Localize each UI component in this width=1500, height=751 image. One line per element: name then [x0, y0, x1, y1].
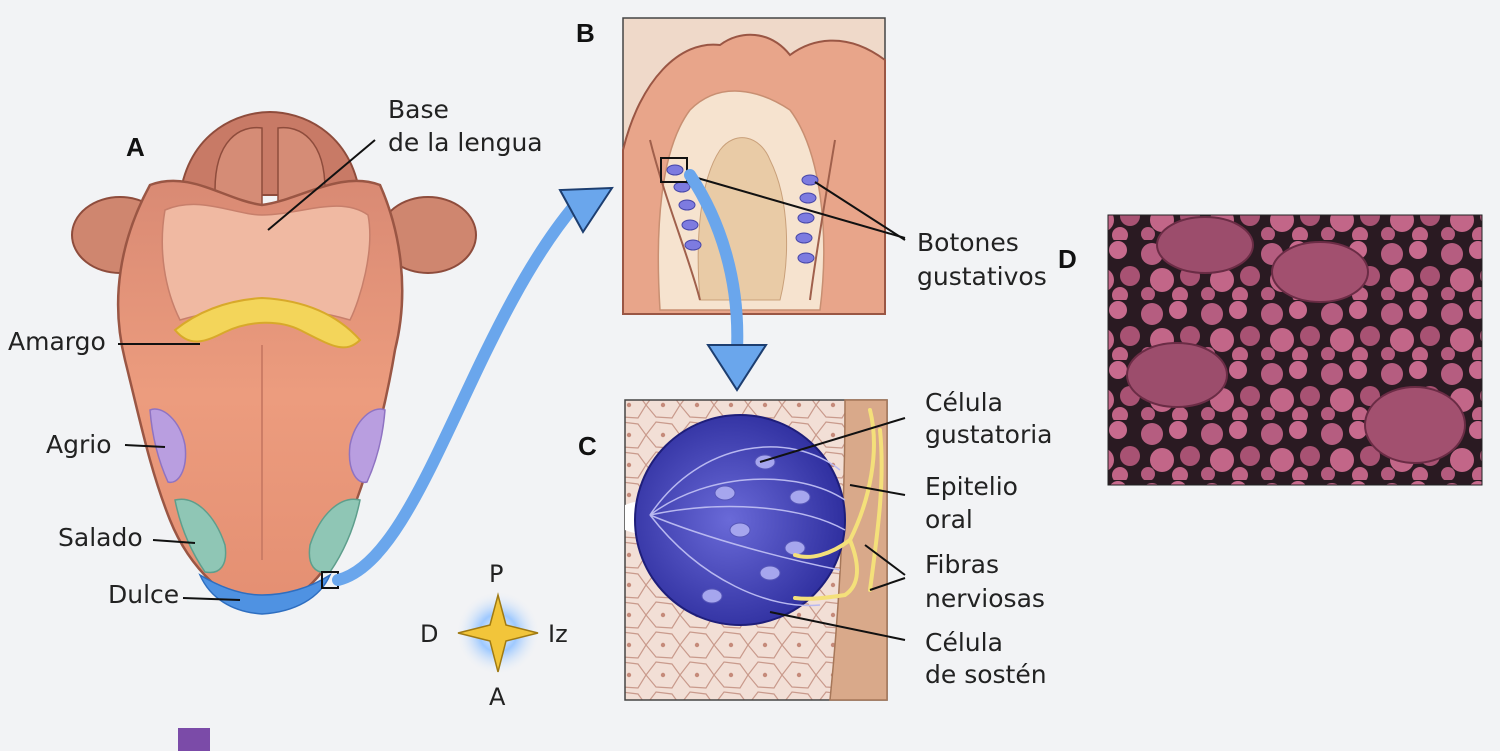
taste-bud-c [634, 414, 846, 626]
leader-lines-a [118, 139, 376, 601]
label-fibras-line2: nerviosas [925, 584, 1045, 613]
arrow-to-c-head [706, 344, 768, 392]
label-agrio: Agrio [46, 430, 112, 459]
panel-letter-d: D [1058, 244, 1077, 274]
compass-label-right: Iz [548, 620, 568, 648]
zone-sour-right [348, 408, 386, 484]
arrow-to-c-fill [684, 169, 744, 356]
papilla-large-4 [1364, 386, 1466, 464]
panel-letter-b: B [576, 18, 595, 48]
zone-salty-left [174, 498, 227, 574]
compass-label-top: P [489, 560, 504, 588]
papilla-large-2 [1271, 241, 1369, 303]
panel-letter-c: C [578, 431, 597, 461]
label-botones-line2: gustativos [917, 262, 1047, 291]
trench-right [809, 139, 836, 301]
papilla-core [697, 137, 788, 301]
panel-d-micrograph [1107, 214, 1483, 486]
label-dulce: Dulce [108, 580, 180, 609]
panel-letter-a: A [126, 132, 145, 162]
label-amargo: Amargo [8, 327, 106, 356]
arrow-to-b-fill [332, 199, 581, 586]
label-botones-line1: Botones [917, 228, 1019, 257]
taste-buds-b [666, 164, 819, 264]
papilla-large-1 [1156, 216, 1254, 274]
leader-lines-b [686, 174, 906, 241]
arrow-to-b-head [558, 186, 614, 234]
zone-salty-right [308, 498, 361, 574]
trench-left [649, 139, 701, 301]
compass-label-bottom: A [489, 683, 506, 711]
tongue-illustration [71, 110, 477, 615]
panel-b-illustration [622, 17, 886, 315]
panel-c-illustration [624, 399, 888, 701]
compass-label-left: D [420, 620, 439, 648]
label-sosten-line2: de sostén [925, 660, 1047, 689]
label-base-line1: Base [388, 95, 449, 124]
label-celula-gustatoria-line1: Célula [925, 388, 1003, 417]
page-mark [178, 728, 210, 751]
label-fibras-line1: Fibras [925, 550, 999, 579]
label-sosten-line1: Célula [925, 628, 1003, 657]
epiglottis [178, 110, 362, 196]
bud-cell-lines [649, 446, 846, 607]
compass-star [457, 592, 539, 673]
nerve-fibers-c [793, 408, 884, 601]
compass-rose [456, 591, 540, 675]
epiglottis-fold-left [214, 126, 263, 212]
leader-lines-c [759, 417, 906, 641]
label-epitelio-line1: Epitelio [925, 472, 1018, 501]
zone-sweet [198, 573, 332, 615]
label-celula-gustatoria-line2: gustatoria [925, 420, 1053, 449]
papilla-large-3 [1126, 342, 1228, 408]
label-salado: Salado [58, 523, 143, 552]
tongue-base-papillae [161, 203, 371, 321]
label-epitelio-line2: oral [925, 505, 973, 534]
zone-bitter [173, 296, 362, 349]
zone-sour-left [149, 408, 187, 484]
label-base-line2: de la lengua [388, 128, 543, 157]
